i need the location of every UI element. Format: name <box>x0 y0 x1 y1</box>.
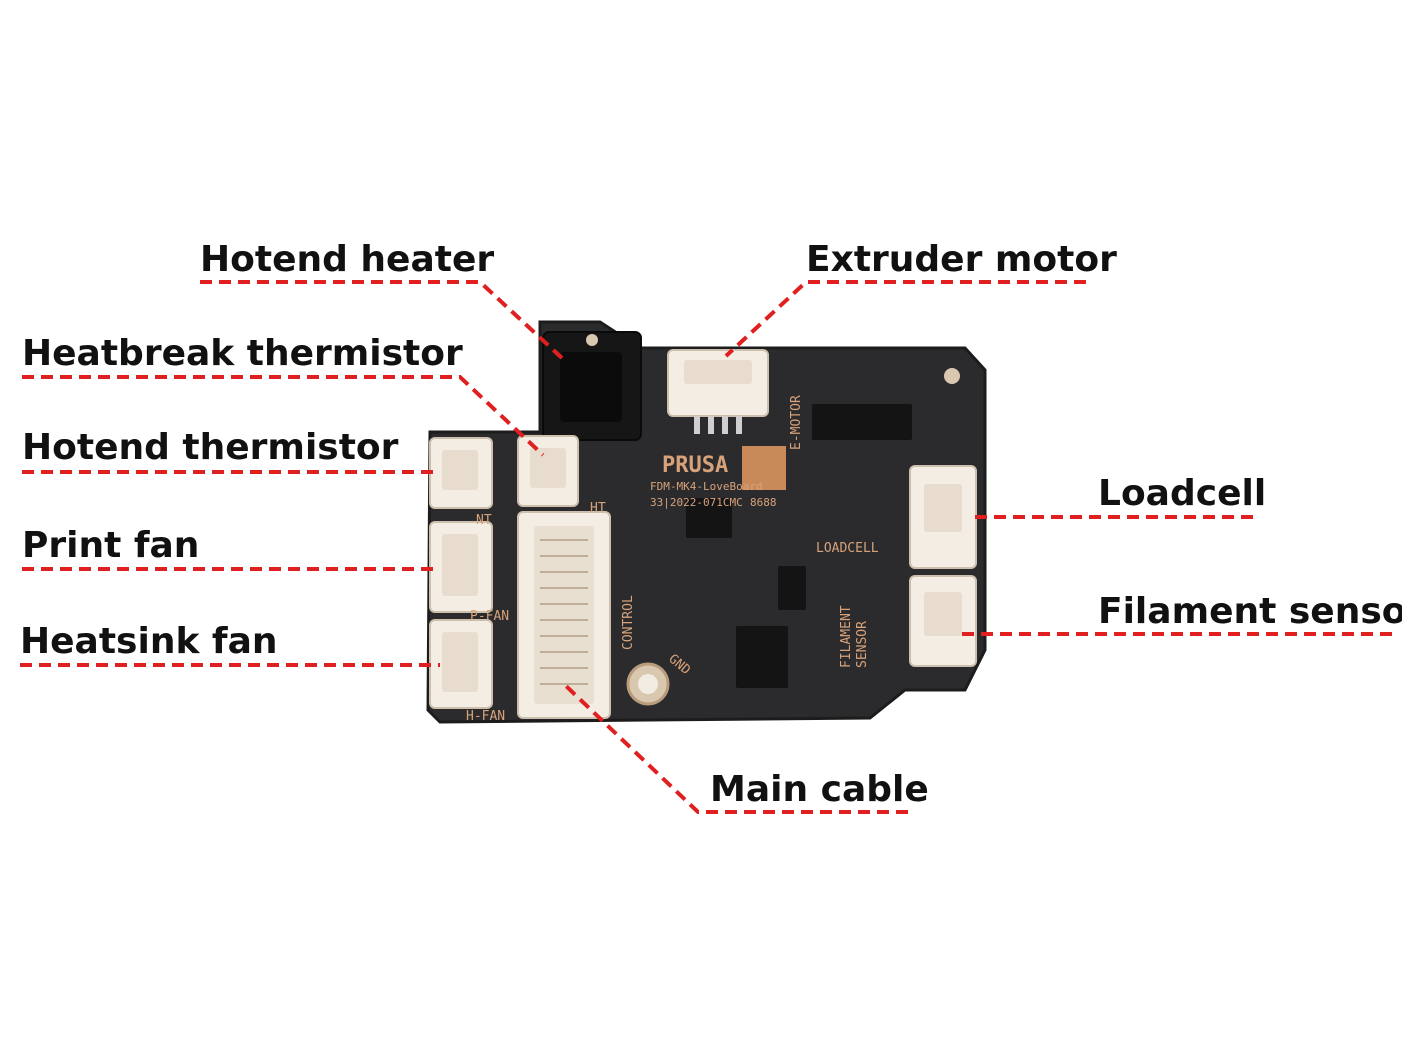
label-hotend-thermistor: Hotend thermistor <box>22 427 399 468</box>
label-heatsink-fan: Heatsink fan <box>20 621 278 662</box>
heatbreak-thermistor-connector <box>517 435 579 507</box>
heatsink-fan-connector <box>429 619 493 709</box>
filament-sensor-connector <box>909 575 977 667</box>
chip-regulator <box>736 626 788 688</box>
leader-extruder-motor <box>724 280 1086 358</box>
label-loadcell: Loadcell <box>1098 473 1267 514</box>
main-cable-connector <box>517 511 611 719</box>
chip-small <box>686 498 732 538</box>
extruder-motor-connector <box>667 349 769 434</box>
print-fan-connector <box>429 521 493 613</box>
leader-lines <box>20 280 1392 814</box>
silk-ht: HT <box>590 501 606 516</box>
silk-logo: PRUSA <box>662 453 728 478</box>
label-print-fan: Print fan <box>22 525 200 566</box>
silk-date-code: 33|2022-071CMC <box>650 496 743 509</box>
silk-model: FDM-MK4-LoveBoard <box>650 480 763 493</box>
loadcell-connector <box>909 465 977 569</box>
silk-loadcell: LOADCELL <box>816 541 879 556</box>
label-hotend-heater: Hotend heater <box>200 239 495 280</box>
qr-code <box>742 446 786 490</box>
silk-hfan: H-FAN <box>466 709 505 724</box>
silk-filament-2: SENSOR <box>855 621 870 668</box>
hotend-thermistor-connector <box>429 437 493 509</box>
label-extruder-motor: Extruder motor <box>806 239 1117 280</box>
silk-nt: NT <box>476 513 492 528</box>
label-heatbreak-thermistor: Heatbreak thermistor <box>22 333 463 374</box>
chip-mosfet <box>778 566 806 610</box>
chip-large <box>812 404 912 440</box>
leader-main-cable <box>564 684 908 814</box>
leader-heatbreak-thermistor <box>22 375 545 457</box>
pcb-board <box>426 320 987 724</box>
silk-control: CONTROL <box>621 595 636 650</box>
label-filament-sensor: Filament sensor <box>1098 591 1402 632</box>
silkscreen: PRUSA FDM-MK4-LoveBoard 33|2022-071CMC 8… <box>466 395 879 724</box>
label-main-cable: Main cable <box>710 769 929 810</box>
silk-filament-1: FILAMENT <box>839 605 854 668</box>
silk-rev: 8688 <box>750 496 777 509</box>
silk-e-motor: E-MOTOR <box>789 395 804 450</box>
silk-pfan: P-FAN <box>470 609 509 624</box>
